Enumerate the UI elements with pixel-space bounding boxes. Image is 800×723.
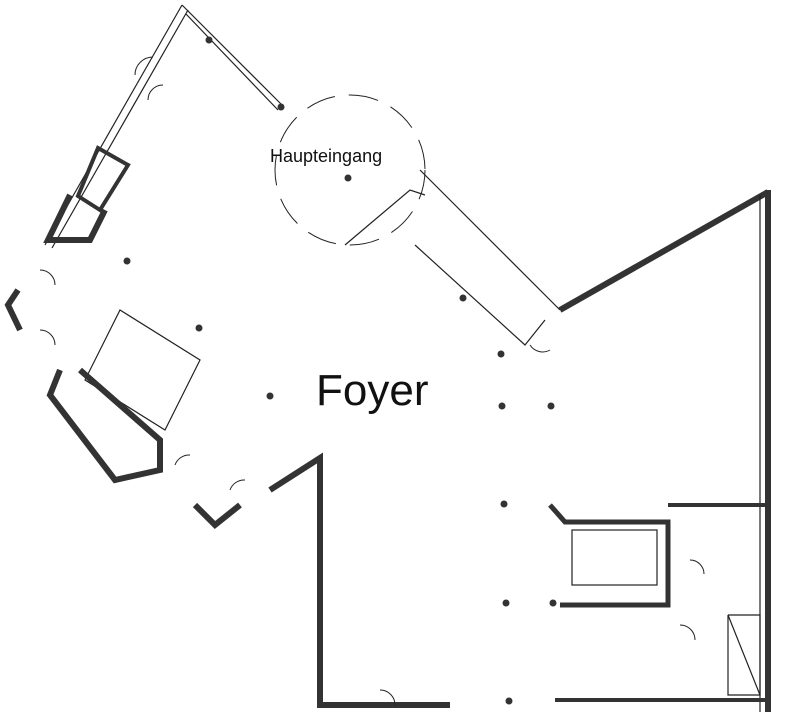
shaft [727,614,761,696]
stair-lower-right [571,529,658,586]
wall-northeast [558,189,770,313]
stair-lower-left [84,309,201,431]
room-label-foyer: Foyer [316,366,429,415]
entrance-label: Haupteingang [270,146,383,166]
wall-entrance-south [414,244,546,346]
entrance-rotunda [274,94,426,246]
wall-north-inner [185,13,279,111]
wall-north [181,4,283,106]
wall-west-upper [43,193,108,243]
stair-upper-left [75,145,131,213]
wall-south-inner [268,452,450,708]
wall-southwest [192,502,242,530]
wall-stair-lower [46,367,163,484]
wall-west [4,288,23,332]
wall-entrance-east-inner [344,189,426,246]
wall-core [548,503,671,608]
wall-northwest-inner [51,9,189,249]
columns [123,36,557,705]
door-arcs [39,56,705,706]
wall-entrance-east [419,169,561,311]
